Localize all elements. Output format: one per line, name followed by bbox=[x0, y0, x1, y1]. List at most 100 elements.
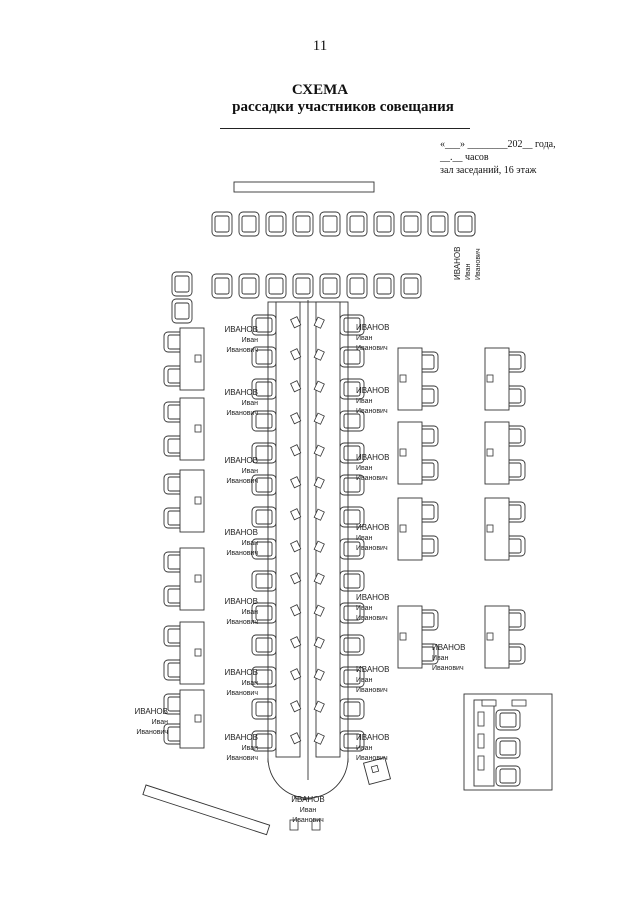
microphone-icon bbox=[290, 668, 302, 681]
microphone-icon bbox=[290, 316, 302, 329]
microphone-icon bbox=[313, 604, 325, 617]
svg-text:Иван: Иван bbox=[242, 337, 259, 344]
svg-text:ИВАНОВ: ИВАНОВ bbox=[356, 386, 390, 395]
slanted-side-table bbox=[142, 784, 271, 836]
svg-text:ИВАНОВ: ИВАНОВ bbox=[225, 597, 259, 606]
svg-text:Иван: Иван bbox=[356, 745, 373, 752]
microphone-icon bbox=[313, 316, 325, 329]
meeting-room: зал заседаний, 16 этаж bbox=[440, 165, 537, 176]
microphone-icon bbox=[290, 732, 302, 745]
svg-text:Иван: Иван bbox=[356, 335, 373, 342]
small-seat bbox=[311, 819, 321, 831]
svg-text:ИВАНОВ: ИВАНОВ bbox=[356, 665, 390, 674]
svg-text:ИВАНОВ: ИВАНОВ bbox=[225, 388, 259, 397]
svg-text:Иванович: Иванович bbox=[226, 550, 258, 557]
microphone-icon bbox=[290, 604, 302, 617]
top-row-chair bbox=[238, 211, 260, 237]
main-table-left-chair bbox=[251, 506, 277, 528]
main-table-left-chair bbox=[251, 570, 277, 592]
svg-text:ИВАНОВ: ИВАНОВ bbox=[225, 668, 259, 677]
svg-text:Иван: Иван bbox=[242, 400, 259, 407]
svg-text:Иван: Иван bbox=[356, 535, 373, 542]
monitor-icon bbox=[477, 755, 485, 771]
svg-text:Иван: Иван bbox=[356, 605, 373, 612]
monitor-icon bbox=[370, 764, 380, 774]
microphone-icon bbox=[313, 732, 325, 745]
svg-text:Иван: Иван bbox=[432, 655, 449, 662]
diagram-title: СХЕМА bbox=[291, 82, 349, 98]
svg-text:Иванович: Иванович bbox=[226, 755, 258, 762]
main-table-right-chair bbox=[339, 634, 365, 656]
microphone-icon bbox=[290, 572, 302, 585]
monitor-icon bbox=[399, 448, 407, 457]
meeting-date: «___» ________202__ года, bbox=[440, 139, 556, 150]
microphone-icon bbox=[290, 412, 302, 425]
monitor-icon bbox=[194, 354, 202, 363]
top-row-chair bbox=[454, 211, 476, 237]
monitor-icon bbox=[194, 424, 202, 433]
svg-text:Иванович: Иванович bbox=[475, 248, 482, 280]
top-row-chair bbox=[211, 211, 233, 237]
main-table-right-strip bbox=[315, 301, 341, 758]
svg-text:Иванович: Иванович bbox=[292, 817, 324, 824]
top-row-chair bbox=[292, 211, 314, 237]
labels-layer: ИВАНОВИванИвановичИВАНОВИванИвановичИВАН… bbox=[135, 247, 483, 825]
microphone-icon bbox=[290, 508, 302, 521]
monitor-icon bbox=[486, 524, 494, 533]
svg-text:ИВАНОВ: ИВАНОВ bbox=[356, 453, 390, 462]
svg-text:Иванович: Иванович bbox=[432, 665, 464, 672]
svg-text:Иван: Иван bbox=[242, 468, 259, 475]
main-table-left-chair bbox=[251, 634, 277, 656]
svg-text:ИВАНОВ: ИВАНОВ bbox=[356, 593, 390, 602]
page-number: 11 bbox=[312, 38, 328, 54]
corner-chair bbox=[171, 298, 193, 324]
monitor-icon bbox=[194, 714, 202, 723]
svg-text:Иванович: Иванович bbox=[356, 755, 388, 762]
presidium-table bbox=[233, 181, 375, 193]
diagram-subtitle: рассадки участников совещания bbox=[232, 99, 454, 115]
top-row-chair bbox=[427, 211, 449, 237]
microphone-icon bbox=[313, 636, 325, 649]
svg-text:Иван: Иван bbox=[242, 745, 259, 752]
second-row-chair bbox=[238, 273, 260, 299]
monitor-icon bbox=[194, 574, 202, 583]
svg-text:Иван: Иван bbox=[152, 719, 169, 726]
svg-text:Иван: Иван bbox=[356, 398, 373, 405]
microphone-icon bbox=[290, 476, 302, 489]
top-row-chair bbox=[319, 211, 341, 237]
svg-text:Иванович: Иванович bbox=[356, 408, 388, 415]
svg-text:Иванович: Иванович bbox=[136, 729, 168, 736]
svg-text:Иван: Иван bbox=[242, 609, 259, 616]
microphone-icon bbox=[313, 476, 325, 489]
microphone-icon bbox=[313, 668, 325, 681]
svg-text:Иванович: Иванович bbox=[226, 690, 258, 697]
monitor-icon bbox=[477, 733, 485, 749]
main-table-left-chair bbox=[251, 698, 277, 720]
svg-text:ИВАНОВ: ИВАНОВ bbox=[356, 323, 390, 332]
equipment-chair bbox=[495, 737, 521, 759]
microphone-icon bbox=[290, 700, 302, 713]
main-table-left-strip bbox=[275, 301, 301, 758]
second-row-chair bbox=[211, 273, 233, 299]
equipment-block bbox=[463, 693, 553, 791]
svg-text:Иванович: Иванович bbox=[226, 619, 258, 626]
svg-text:ИВАНОВ: ИВАНОВ bbox=[225, 733, 259, 742]
monitor-icon bbox=[194, 496, 202, 505]
title-underline bbox=[220, 128, 470, 129]
corner-chair bbox=[171, 271, 193, 297]
svg-text:ИВАНОВ: ИВАНОВ bbox=[356, 733, 390, 742]
